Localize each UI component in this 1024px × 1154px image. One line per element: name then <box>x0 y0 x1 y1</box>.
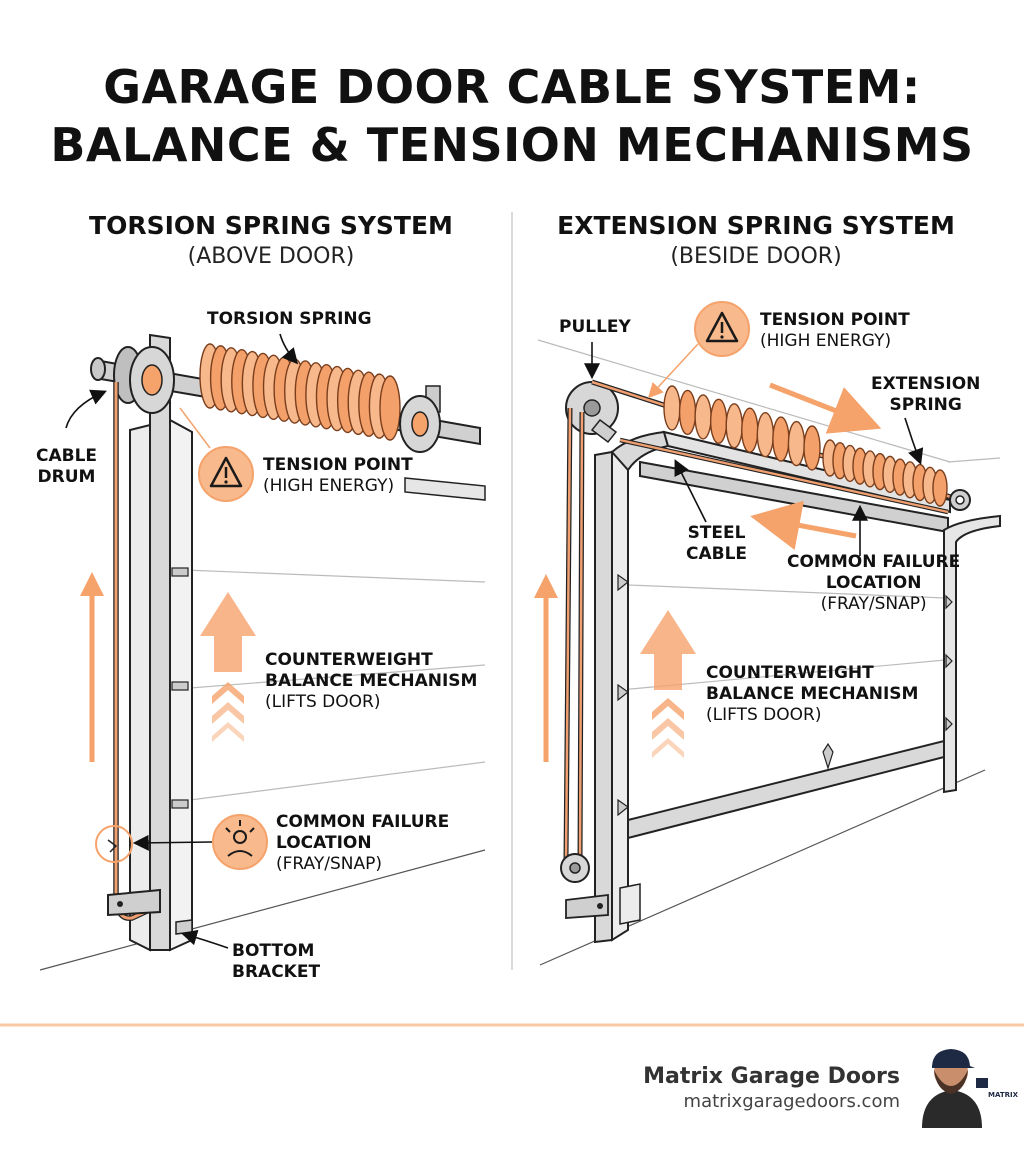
label-failure-extension: COMMON FAILURE LOCATION (FRAY/SNAP) <box>787 552 960 615</box>
torsion-end-bracket <box>399 385 441 453</box>
label-counterweight-torsion: COUNTERWEIGHT BALANCE MECHANISM (LIFTS D… <box>265 650 477 713</box>
cable-drum <box>113 346 175 414</box>
lower-pulley <box>560 853 609 919</box>
counterweight-line-1: COUNTERWEIGHT <box>265 650 433 670</box>
main-title-line-2: BALANCE & TENSION MECHANISMS <box>50 118 974 172</box>
steel-cable-line-1: STEEL <box>687 523 746 543</box>
torsion-wall-lines <box>39 477 486 971</box>
extension-spring-line-2: SPRING <box>889 395 962 415</box>
brand-name: Matrix Garage Doors <box>643 1064 900 1089</box>
steel-cable-line-2: CABLE <box>686 544 748 564</box>
warning-icon <box>694 301 750 357</box>
label-torsion-spring: TORSION SPRING <box>207 309 372 329</box>
label-cable-drum-line-1: CABLE <box>36 446 98 466</box>
avatar: MATRIX <box>922 1049 1019 1128</box>
label-tension-point-torsion: TENSION POINT (HIGH ENERGY) <box>263 455 413 497</box>
extension-spring-line-1: EXTENSION <box>871 374 981 394</box>
counterweight-sub: (LIFTS DOOR) <box>706 705 822 725</box>
torsion-subheading: (ABOVE DOOR) <box>187 244 355 269</box>
spring-anchor <box>949 489 971 511</box>
counterweight-sub: (LIFTS DOOR) <box>265 692 381 712</box>
failure-line-2: LOCATION <box>825 573 922 593</box>
torsion-heading: TORSION SPRING SYSTEM <box>89 211 453 240</box>
warning-icon <box>198 446 254 502</box>
label-cable-drum: CABLE DRUM <box>36 446 97 488</box>
main-title-line-1: GARAGE DOOR CABLE SYSTEM: <box>103 60 921 114</box>
label-bottom-bracket: BOTTOM BRACKET <box>232 941 320 983</box>
up-arrow-icon <box>80 572 104 762</box>
counterweight-line-2: BALANCE MECHANISM <box>706 684 919 704</box>
label-counterweight-extension: COUNTERWEIGHT BALANCE MECHANISM (LIFTS D… <box>706 663 918 726</box>
counterweight-arrow-icon <box>200 592 256 742</box>
label-tension-point-extension: TENSION POINT (HIGH ENERGY) <box>760 310 910 352</box>
up-arrow-icon <box>534 574 558 762</box>
label-cable-drum-line-2: DRUM <box>37 467 96 487</box>
label-failure-torsion: COMMON FAILURE LOCATION (FRAY/SNAP) <box>276 812 449 875</box>
bottom-bracket-line-1: BOTTOM <box>232 941 315 961</box>
extension-subheading: (BESIDE DOOR) <box>670 244 842 269</box>
pulley <box>565 381 619 444</box>
bottom-bracket-line-2: BRACKET <box>232 962 321 982</box>
brand-url[interactable]: matrixgaragedoors.com <box>683 1091 900 1112</box>
label-steel-cable: STEEL CABLE <box>686 523 747 565</box>
extension-door-frame <box>594 430 1001 944</box>
failure-sub: (FRAY/SNAP) <box>276 854 382 874</box>
failure-line-1: COMMON FAILURE <box>276 812 450 832</box>
counterweight-line-1: COUNTERWEIGHT <box>706 663 874 683</box>
extension-heading: EXTENSION SPRING SYSTEM <box>557 211 955 240</box>
torsion-vertical-track <box>129 333 193 952</box>
counterweight-line-2: BALANCE MECHANISM <box>265 671 478 691</box>
fray-point-marker <box>95 825 133 863</box>
torsion-spring <box>199 343 401 441</box>
tension-point-sub: (HIGH ENERGY) <box>760 331 892 351</box>
extension-spring <box>663 385 948 507</box>
svg-text:MATRIX: MATRIX <box>988 1091 1019 1099</box>
tension-point-sub: (HIGH ENERGY) <box>263 476 395 496</box>
failure-line-1: COMMON FAILURE <box>787 552 961 572</box>
snap-icon <box>212 814 268 870</box>
label-pulley: PULLEY <box>559 317 631 337</box>
failure-sub: (FRAY/SNAP) <box>820 594 927 614</box>
counterweight-arrow-icon <box>640 610 696 758</box>
tension-point-title: TENSION POINT <box>760 310 910 330</box>
failure-line-2: LOCATION <box>276 833 372 853</box>
tension-point-title: TENSION POINT <box>263 455 413 475</box>
label-extension-spring: EXTENSION SPRING <box>871 374 980 416</box>
